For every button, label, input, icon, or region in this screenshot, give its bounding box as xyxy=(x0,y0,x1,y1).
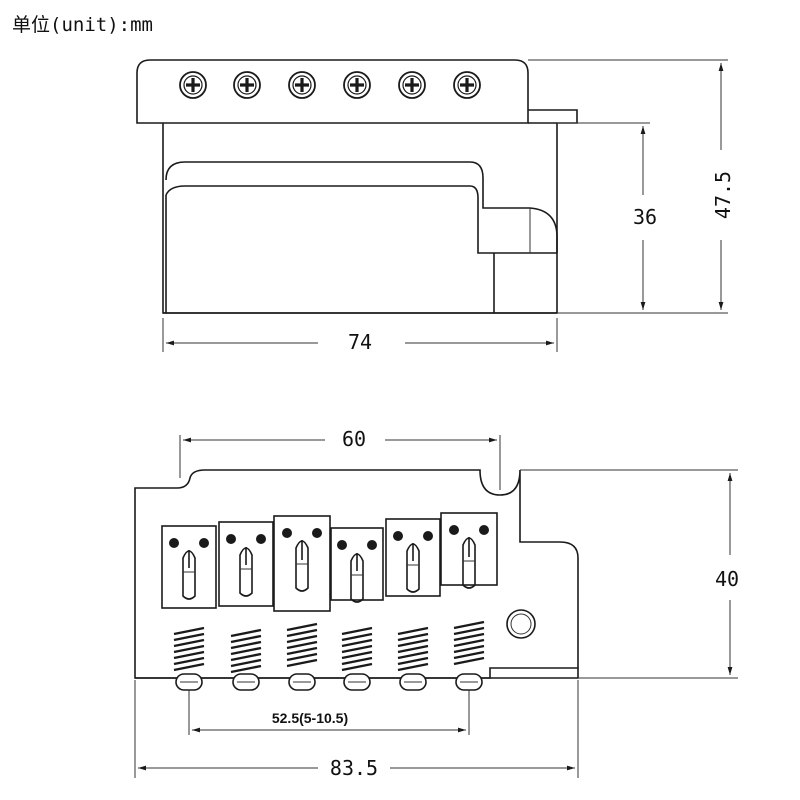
screw-icon xyxy=(232,70,262,100)
screw-icon xyxy=(452,70,482,100)
base-plate xyxy=(134,469,579,679)
sustain-block xyxy=(162,123,558,314)
dim-height-36: 36 xyxy=(633,205,657,229)
screw-icon xyxy=(178,70,208,100)
dim-total-width-83-5: 83.5 xyxy=(330,756,378,780)
adjust-screw-icon xyxy=(288,673,316,691)
screw-icon xyxy=(342,70,372,100)
adjust-screw-icon xyxy=(455,673,483,691)
adjust-screw-icon xyxy=(232,673,260,691)
saddle-icon xyxy=(273,515,331,612)
top-view: 74 36 47.5 xyxy=(136,59,735,354)
spring-icon xyxy=(396,626,430,672)
adjust-screw-icon xyxy=(175,673,203,691)
bridge-plate xyxy=(136,59,529,124)
screw-head-row xyxy=(175,673,483,691)
saddle-icon xyxy=(385,518,441,597)
adjust-screw-icon xyxy=(343,673,371,691)
saddle-icon xyxy=(330,527,384,603)
spring-icon xyxy=(452,620,486,666)
bottom-view: 60 40 52.5(5-10.5) 83.5 xyxy=(134,427,739,780)
spring-icon xyxy=(340,626,374,672)
dim-top-width-60: 60 xyxy=(342,427,366,451)
adjust-screw-icon xyxy=(399,673,427,691)
spring-icon xyxy=(172,626,206,672)
dim-height-40: 40 xyxy=(715,567,739,591)
screw-icon xyxy=(287,70,317,100)
dim-width-74: 74 xyxy=(348,330,372,354)
screw-icon xyxy=(397,70,427,100)
unit-label: 单位(unit):mm xyxy=(12,14,153,36)
saddle-row xyxy=(161,512,498,612)
spring-icon xyxy=(229,628,263,674)
saddle-icon xyxy=(218,521,274,607)
spring-row xyxy=(172,620,486,674)
saddle-icon xyxy=(161,525,217,609)
dim-height-47-5: 47.5 xyxy=(711,171,735,219)
spring-icon xyxy=(285,622,319,668)
saddle-icon xyxy=(440,512,498,589)
dim-string-spacing: 52.5(5-10.5) xyxy=(272,710,348,726)
